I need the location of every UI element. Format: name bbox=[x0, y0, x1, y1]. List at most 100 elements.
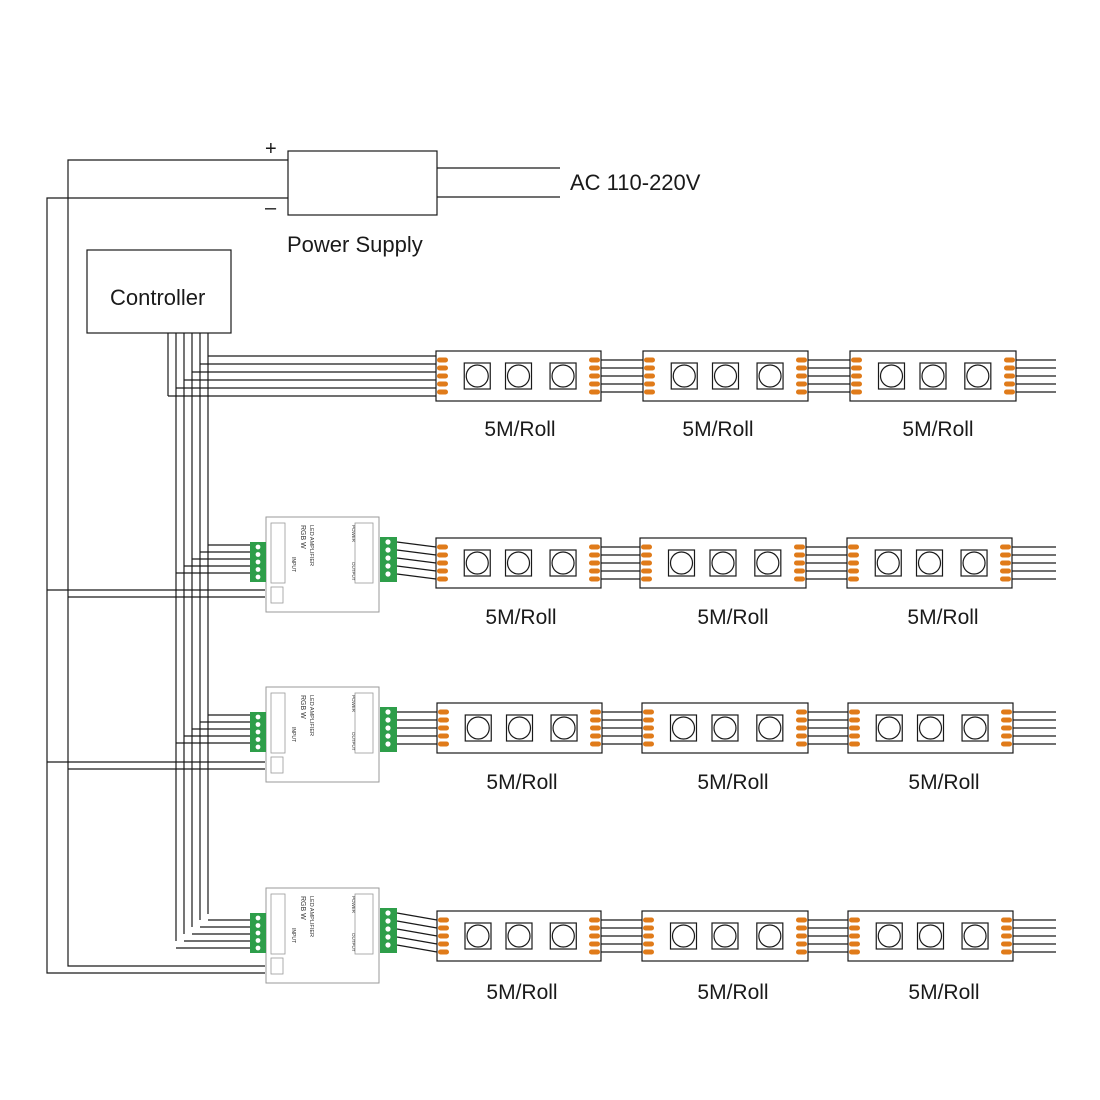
terminal-screw bbox=[385, 942, 391, 948]
solder-pad bbox=[1001, 941, 1012, 947]
solder-pad bbox=[643, 717, 654, 723]
solder-pad bbox=[643, 733, 654, 739]
controller bbox=[86, 249, 232, 334]
solder-pad bbox=[1001, 741, 1012, 747]
solder-pad bbox=[851, 381, 862, 387]
solder-pad bbox=[1001, 933, 1012, 939]
amp-subtitle: LED AMPLIFIER bbox=[308, 525, 314, 566]
solder-pad bbox=[590, 717, 601, 723]
led-lens bbox=[465, 551, 489, 575]
solder-pad bbox=[641, 552, 652, 558]
solder-pad bbox=[851, 373, 862, 379]
solder-pad bbox=[851, 357, 862, 363]
solder-pad bbox=[590, 741, 601, 747]
solder-pad bbox=[437, 576, 448, 582]
led-strip bbox=[849, 350, 1017, 402]
strip-row bbox=[396, 910, 1056, 962]
solder-pad bbox=[796, 733, 807, 739]
amp-title: RGB W bbox=[299, 695, 306, 719]
negative-bus bbox=[46, 197, 288, 974]
solder-pad bbox=[437, 381, 448, 387]
amp-button bbox=[270, 586, 284, 604]
solder-pad bbox=[796, 917, 807, 923]
solder-pad bbox=[848, 544, 859, 550]
solder-pad bbox=[1004, 365, 1015, 371]
led-lens bbox=[877, 924, 901, 948]
terminal-screw bbox=[255, 938, 261, 943]
solder-pad bbox=[644, 389, 655, 395]
solder-pad bbox=[849, 733, 860, 739]
terminal-screw bbox=[385, 717, 391, 723]
input-label-panel bbox=[270, 692, 286, 754]
amp-button bbox=[270, 756, 284, 774]
solder-pad bbox=[1001, 917, 1012, 923]
solder-pad bbox=[1000, 544, 1011, 550]
solder-pad bbox=[590, 725, 601, 731]
solder-pad bbox=[589, 381, 600, 387]
led-lens bbox=[506, 364, 531, 388]
solder-pad bbox=[1004, 381, 1015, 387]
controller-box bbox=[86, 249, 232, 334]
solder-pad bbox=[849, 925, 860, 931]
solder-pad bbox=[643, 917, 654, 923]
solder-pad bbox=[1004, 373, 1015, 379]
led-lens bbox=[551, 551, 575, 575]
terminal-screw bbox=[385, 555, 391, 561]
solder-pad bbox=[589, 568, 600, 574]
led-strip bbox=[642, 350, 809, 402]
terminal-screw bbox=[255, 945, 261, 951]
roll-label: 5M/Roll bbox=[484, 418, 556, 441]
terminal-screw bbox=[255, 923, 261, 928]
roll-label: 5M/Roll bbox=[697, 606, 769, 629]
solder-pad bbox=[796, 717, 807, 723]
solder-pad bbox=[643, 933, 654, 939]
minus-sign: – bbox=[265, 197, 277, 219]
solder-pad bbox=[644, 357, 655, 363]
solder-pad bbox=[589, 552, 600, 558]
solder-pad bbox=[848, 560, 859, 566]
amp-title: RGB W bbox=[299, 525, 306, 549]
output-wire bbox=[396, 573, 437, 580]
solder-pad bbox=[1001, 709, 1012, 715]
solder-pad bbox=[849, 717, 860, 723]
amp-title: RGB W bbox=[299, 896, 306, 920]
led-strips bbox=[396, 350, 1056, 962]
solder-pad bbox=[848, 576, 859, 582]
controller-label: Controller bbox=[110, 285, 206, 310]
solder-pad bbox=[794, 576, 805, 582]
solder-pad bbox=[796, 725, 807, 731]
output-label-panel bbox=[354, 692, 374, 754]
led-lens bbox=[506, 551, 531, 575]
solder-pad bbox=[437, 560, 448, 566]
led-lens bbox=[713, 716, 737, 740]
solder-pad bbox=[438, 933, 449, 939]
solder-pad bbox=[1004, 389, 1015, 395]
solder-pad bbox=[796, 925, 807, 931]
terminal-screw bbox=[385, 563, 391, 569]
led-strip bbox=[436, 910, 602, 962]
amp-input-text: INPUT bbox=[290, 727, 296, 742]
amp-output-text: OUTPUT bbox=[351, 732, 356, 751]
output-wire bbox=[396, 944, 438, 953]
led-lens bbox=[963, 924, 987, 948]
amp-output-text: OUTPUT bbox=[351, 562, 356, 581]
terminal-screw bbox=[255, 544, 261, 550]
solder-pad bbox=[848, 568, 859, 574]
output-label-panel bbox=[354, 893, 374, 955]
output-wire bbox=[396, 928, 438, 937]
terminal-screw bbox=[385, 539, 391, 545]
solder-pad bbox=[641, 576, 652, 582]
solder-pad bbox=[438, 709, 449, 715]
led-lens bbox=[711, 551, 735, 575]
led-lens bbox=[917, 551, 942, 575]
solder-pad bbox=[796, 389, 807, 395]
terminal-screw bbox=[255, 722, 261, 727]
solder-pad bbox=[438, 733, 449, 739]
strip-row bbox=[435, 350, 1056, 402]
led-lens bbox=[758, 716, 782, 740]
solder-pad bbox=[643, 709, 654, 715]
terminal-screw bbox=[255, 559, 261, 565]
solder-pad bbox=[796, 741, 807, 747]
amp-subtitle: LED AMPLIFIER bbox=[308, 896, 314, 937]
